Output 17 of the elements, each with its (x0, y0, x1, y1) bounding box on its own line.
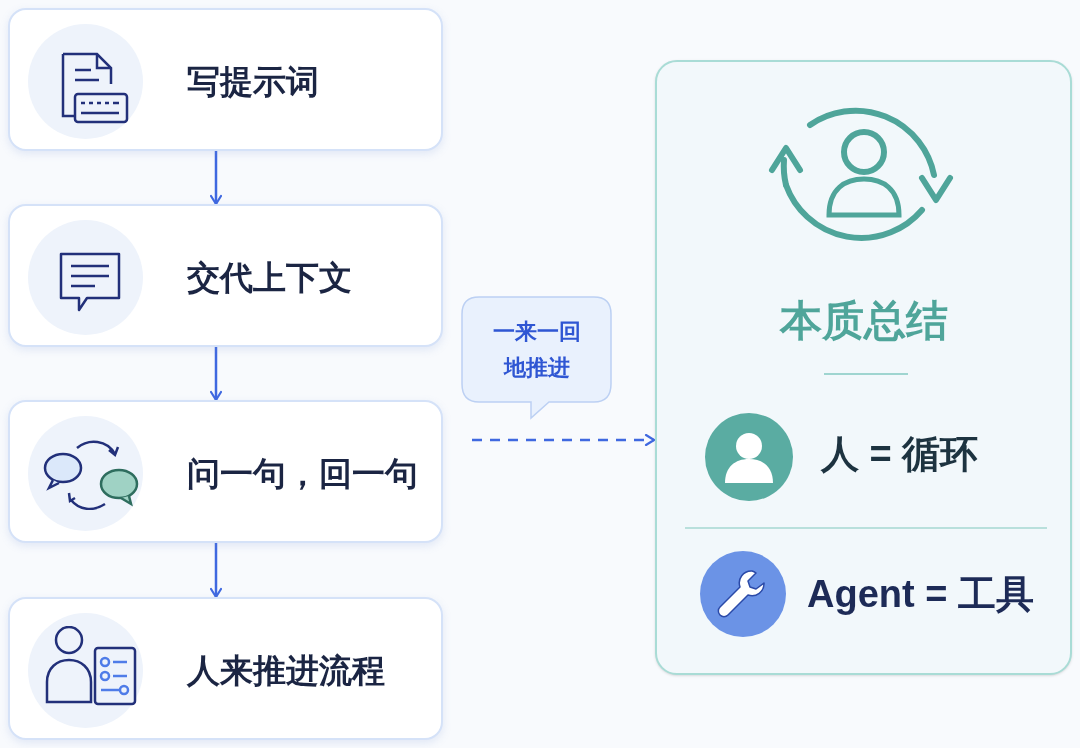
step-label: 人来推进流程 (187, 651, 385, 691)
summary-text: Agent = 工具 (807, 575, 1034, 613)
step-label: 交代上下文 (187, 258, 352, 298)
arrow (209, 347, 223, 402)
arrow (209, 151, 223, 206)
summary-text: 人 = 循环 (821, 435, 979, 473)
arrow (472, 433, 656, 447)
step-label: 问一句，回一句 (187, 454, 418, 494)
summary-panel (655, 60, 1072, 675)
step-box (8, 204, 443, 347)
step-box (8, 400, 443, 543)
bubble-text: 一来一回地推进 (492, 318, 582, 382)
step-box (8, 597, 443, 740)
step-label: 写提示词 (187, 62, 319, 102)
step-box (8, 8, 443, 151)
arrow (209, 543, 223, 599)
panel-title: 本质总结 (778, 300, 949, 342)
